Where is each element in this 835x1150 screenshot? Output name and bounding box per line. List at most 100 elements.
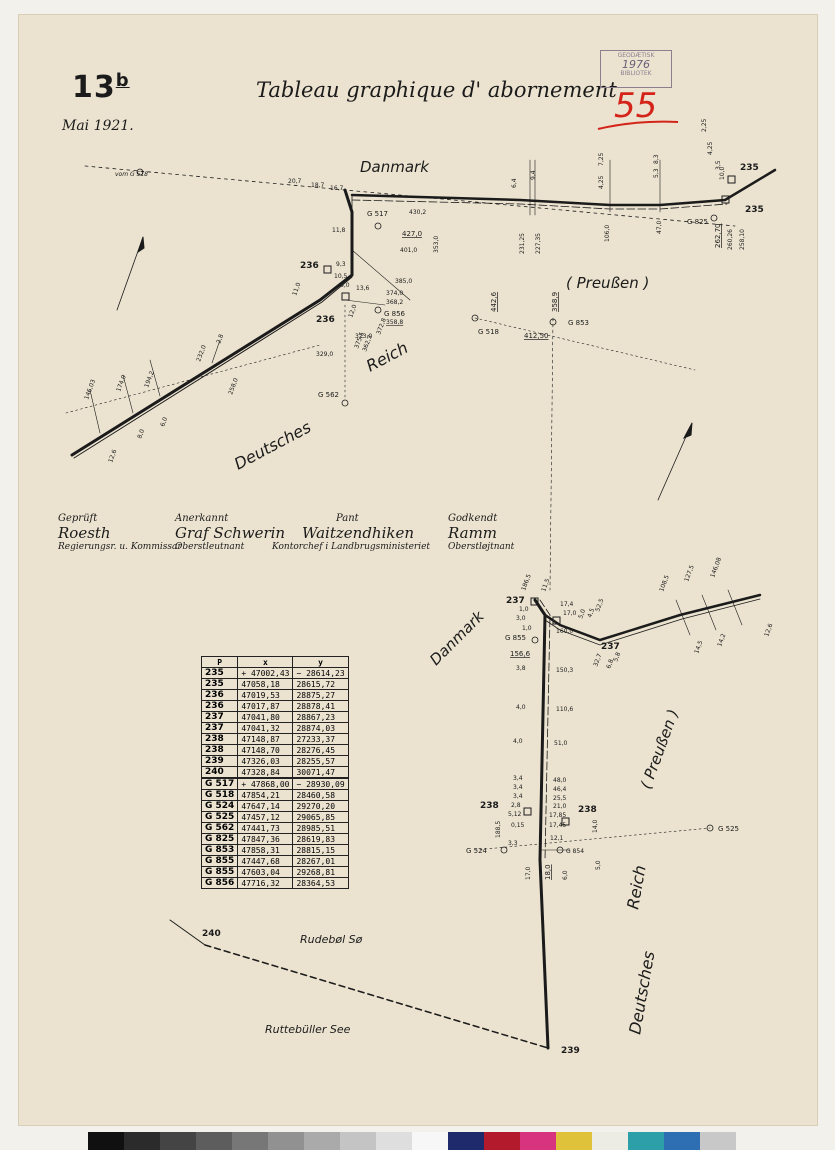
col-header-p: P — [200, 656, 239, 668]
boundary-stone-235-b — [721, 195, 730, 204]
perp-line-3 — [344, 299, 386, 306]
label-preussen-top: ( Preußen ) — [566, 274, 649, 292]
table-cell-x: 47647,14 — [237, 800, 294, 812]
table-cell-y: 28364,53 — [292, 877, 349, 889]
table-cell-x: 47441,73 — [237, 822, 294, 834]
place-ruttebuller-see: Ruttebüller See — [265, 1023, 351, 1036]
table-cell-y: 28267,01 — [292, 855, 349, 867]
perp-line-14 — [727, 589, 743, 626]
dim-bot-46: 14,2 — [716, 633, 727, 648]
color-swatch — [484, 1132, 520, 1150]
dim-bot-44: 146,08 — [709, 556, 723, 578]
geo-label-g525: G 525 — [718, 825, 739, 833]
dim-top-28: 5,3 — [653, 168, 660, 178]
table-cell-y: 30071,47 — [292, 766, 349, 779]
dim-bot-36: 52,5 — [594, 598, 605, 613]
color-swatch — [160, 1132, 196, 1150]
dim-top-34: 3,5 — [715, 160, 722, 170]
signature-4-name: Ramm — [448, 524, 498, 542]
table-cell-x: 47447,68 — [237, 855, 294, 867]
col-header-y: y — [292, 656, 349, 668]
map-labels: Danmark ( Preußen ) Deutsches Reich 235 … — [83, 118, 774, 1056]
table-cell-p: 235 — [200, 667, 239, 679]
coordinate-table-header: P x y — [200, 656, 349, 668]
table-cell-p: 236 — [200, 689, 239, 701]
geodetic-point-g518-west — [136, 168, 144, 176]
table-cell-p: 237 — [200, 722, 239, 734]
table-cell-y: 28867,23 — [292, 711, 349, 723]
dim-top-46: 146,03 — [83, 378, 97, 400]
table-cell-y: 28878,41 — [292, 700, 349, 712]
geo-label-g853: G 853 — [568, 319, 589, 327]
dim-top-48: 8,0 — [136, 428, 146, 440]
table-cell-p: G 518 — [200, 789, 239, 801]
geo-label-g524: G 524 — [466, 847, 488, 855]
point-label-237-b: 237 — [601, 642, 620, 652]
dim-bot-13: 110,6 — [556, 706, 573, 713]
dim-top-23: 11,0 — [291, 282, 302, 297]
boundary-stone-235-a — [727, 175, 736, 184]
table-cell-x: 47148,70 — [237, 744, 294, 756]
dim-top-24: 6,4 — [511, 178, 518, 188]
boundary-stone-238-b — [561, 817, 570, 826]
boundary-line-bottom-east — [543, 593, 762, 642]
place-rudebol-so: Rudebøl Sø — [300, 933, 363, 946]
geodetic-point-g825 — [710, 214, 718, 222]
dim-bot-30: 188,5 — [495, 821, 502, 838]
dim-bot-35: 14,0 — [592, 819, 599, 833]
point-label-240: 240 — [202, 929, 221, 939]
color-swatch — [412, 1132, 448, 1150]
table-cell-y: 28276,45 — [292, 744, 349, 756]
color-swatch — [700, 1132, 736, 1150]
dim-bot-33: 6,0 — [562, 870, 569, 880]
dim-top-43: 258,0 — [227, 377, 240, 396]
dim-bot-17: 48,0 — [553, 777, 567, 784]
color-swatch — [592, 1132, 628, 1150]
table-cell-p: 238 — [200, 744, 239, 756]
dim-bot-11: 150,3 — [556, 667, 573, 674]
sheet-number-suffix: b — [115, 70, 130, 91]
table-cell-p: G 855 — [200, 855, 239, 867]
table-cell-p: 235 — [200, 678, 239, 690]
sheet-number-main: 13 — [72, 70, 116, 105]
dim-top-22: 12,0 — [347, 304, 358, 319]
color-swatch — [88, 1132, 124, 1150]
geodetic-point-g517 — [374, 222, 382, 230]
dim-top-51: 358,9 — [551, 292, 559, 312]
dim-bot-26: 0,15 — [511, 822, 525, 829]
signature-3: Pant Waitzendhiken Kontorchef i Landbrug… — [272, 513, 430, 552]
dim-bot-8: 160,0 — [556, 628, 573, 635]
signature-4: Godkendt Ramm Oberstløjtnant — [448, 513, 514, 552]
dim-bot-34: 5,0 — [595, 860, 602, 870]
table-cell-y: 28815,15 — [292, 844, 349, 856]
dim-top-42: 232,0 — [195, 344, 208, 363]
boundary-line-top-east — [350, 168, 777, 207]
geodetic-point-g562 — [341, 399, 349, 407]
dim-top-38: 260,26 — [727, 229, 734, 250]
table-cell-y: 28255,57 — [292, 755, 349, 767]
table-cell-p: G 524 — [200, 800, 239, 812]
signature-3-name: Waitzendhiken — [302, 524, 415, 542]
table-cell-x: 47058,18 — [237, 678, 294, 690]
dim-bot-25: 17,85 — [549, 812, 566, 819]
dim-top-25: 9,4 — [530, 170, 537, 180]
geodetic-point-g518 — [471, 314, 479, 322]
signature-4-role: Oberstløjtnant — [448, 542, 515, 552]
dim-top-29: 8,3 — [653, 154, 660, 164]
dim-top-12: 358,8 — [386, 319, 403, 326]
table-cell-y: 28875,27 — [292, 689, 349, 701]
signature-1-role: Regierungsr. u. Kommissar — [58, 542, 182, 552]
library-stamp: GEODÆTISK 1976 BIBLIOTEK — [600, 50, 672, 88]
map-title: Tableau graphique d' abornement — [256, 78, 617, 102]
table-cell-x: 47041,80 — [237, 711, 294, 723]
stamp-top-text: GEODÆTISK — [617, 52, 655, 59]
dim-bot-41: 6,8 — [605, 658, 615, 670]
dim-top-1: 20,7 — [288, 178, 302, 185]
table-cell-y: 28615,72 — [292, 678, 349, 690]
